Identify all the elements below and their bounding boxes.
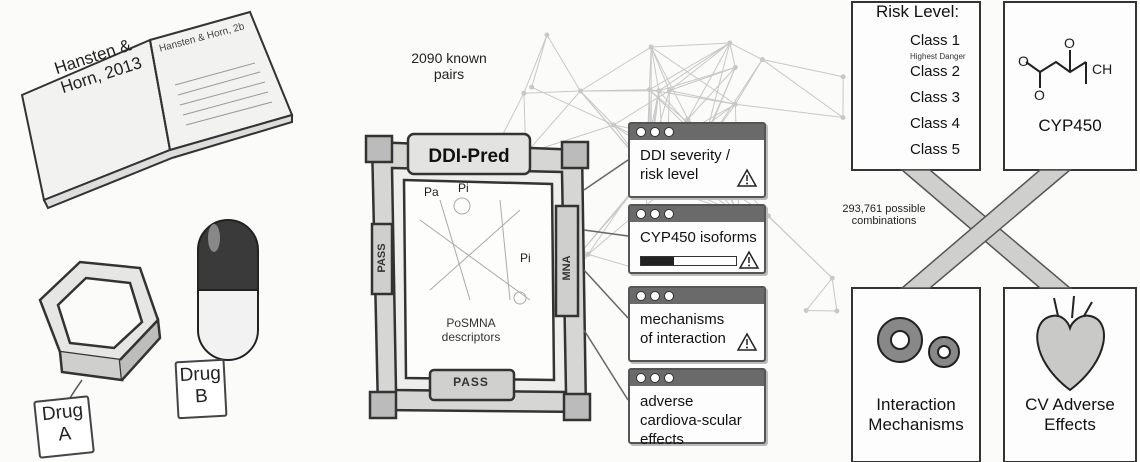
panel-cv-label: adverse cardiova-scular effects bbox=[640, 393, 742, 448]
drug-a-tag: Drug A bbox=[33, 395, 95, 459]
risk-class-4: Class 4 bbox=[910, 115, 961, 132]
panel-cv-effects: adverse cardiova-scular effects bbox=[628, 368, 766, 448]
capsule-pill-icon bbox=[197, 219, 259, 361]
heart-icon bbox=[1036, 295, 1105, 392]
svg-text:O: O bbox=[1034, 87, 1045, 103]
risk-class-1-note: Highest Danger bbox=[910, 52, 966, 61]
warning-icon bbox=[736, 332, 758, 351]
mna-side-label: MNA bbox=[561, 255, 573, 281]
panel-cyp450: CYP450 isoforms bbox=[628, 204, 766, 274]
svg-text:Pi: Pi bbox=[520, 251, 531, 265]
svg-text:CH: CH bbox=[1092, 61, 1112, 77]
risk-level-title: Risk Level: bbox=[876, 2, 960, 21]
panel-severity-label: DDI severity / risk level bbox=[640, 147, 731, 183]
interaction-box-label: Interaction Mechanisms bbox=[868, 395, 964, 434]
svg-text:Pi: Pi bbox=[458, 181, 469, 195]
ddi-pred-title: DDI-Pred bbox=[428, 146, 510, 167]
risk-class-1: Class 1 bbox=[910, 32, 961, 49]
combinations-label: 293,761 possible combinations bbox=[842, 203, 926, 227]
cyp450-box-label: CYP450 bbox=[1038, 116, 1102, 135]
molecule-icon bbox=[1025, 50, 1087, 88]
risk-class-2: Class 2 bbox=[910, 63, 961, 80]
warning-icon bbox=[738, 250, 760, 269]
cyp450-progress-bar bbox=[640, 256, 737, 266]
svg-text:Pa: Pa bbox=[424, 185, 439, 199]
pass-side-label: PASS bbox=[376, 243, 388, 273]
ddi-pred-device bbox=[364, 132, 592, 422]
drug-b-tag: Drug B bbox=[174, 358, 228, 420]
x-connector bbox=[899, 169, 1073, 289]
panel-severity: DDI severity / risk level bbox=[628, 122, 766, 198]
risk-class-5: Class 5 bbox=[910, 141, 961, 158]
svg-text:O: O bbox=[1064, 35, 1075, 51]
gears-icon bbox=[877, 317, 960, 368]
book-illustration bbox=[20, 10, 294, 210]
panel-mechanisms-label: mechanisms of interaction bbox=[640, 311, 726, 347]
risk-class-3: Class 3 bbox=[910, 89, 961, 106]
pass-bottom-label: PASS bbox=[453, 375, 489, 389]
svg-text:O: O bbox=[1018, 53, 1029, 69]
hexagon-pill-icon bbox=[38, 260, 162, 382]
posmna-descriptors-label: PoSMNA descriptors bbox=[441, 316, 501, 344]
panel-cyp450-label: CYP450 isoforms bbox=[640, 229, 757, 246]
panel-mechanisms: mechanisms of interaction bbox=[628, 286, 766, 362]
cv-box-label: CV Adverse Effects bbox=[1025, 395, 1115, 434]
known-pairs-label: 2090 known pairs bbox=[411, 50, 487, 82]
warning-icon bbox=[736, 168, 758, 187]
